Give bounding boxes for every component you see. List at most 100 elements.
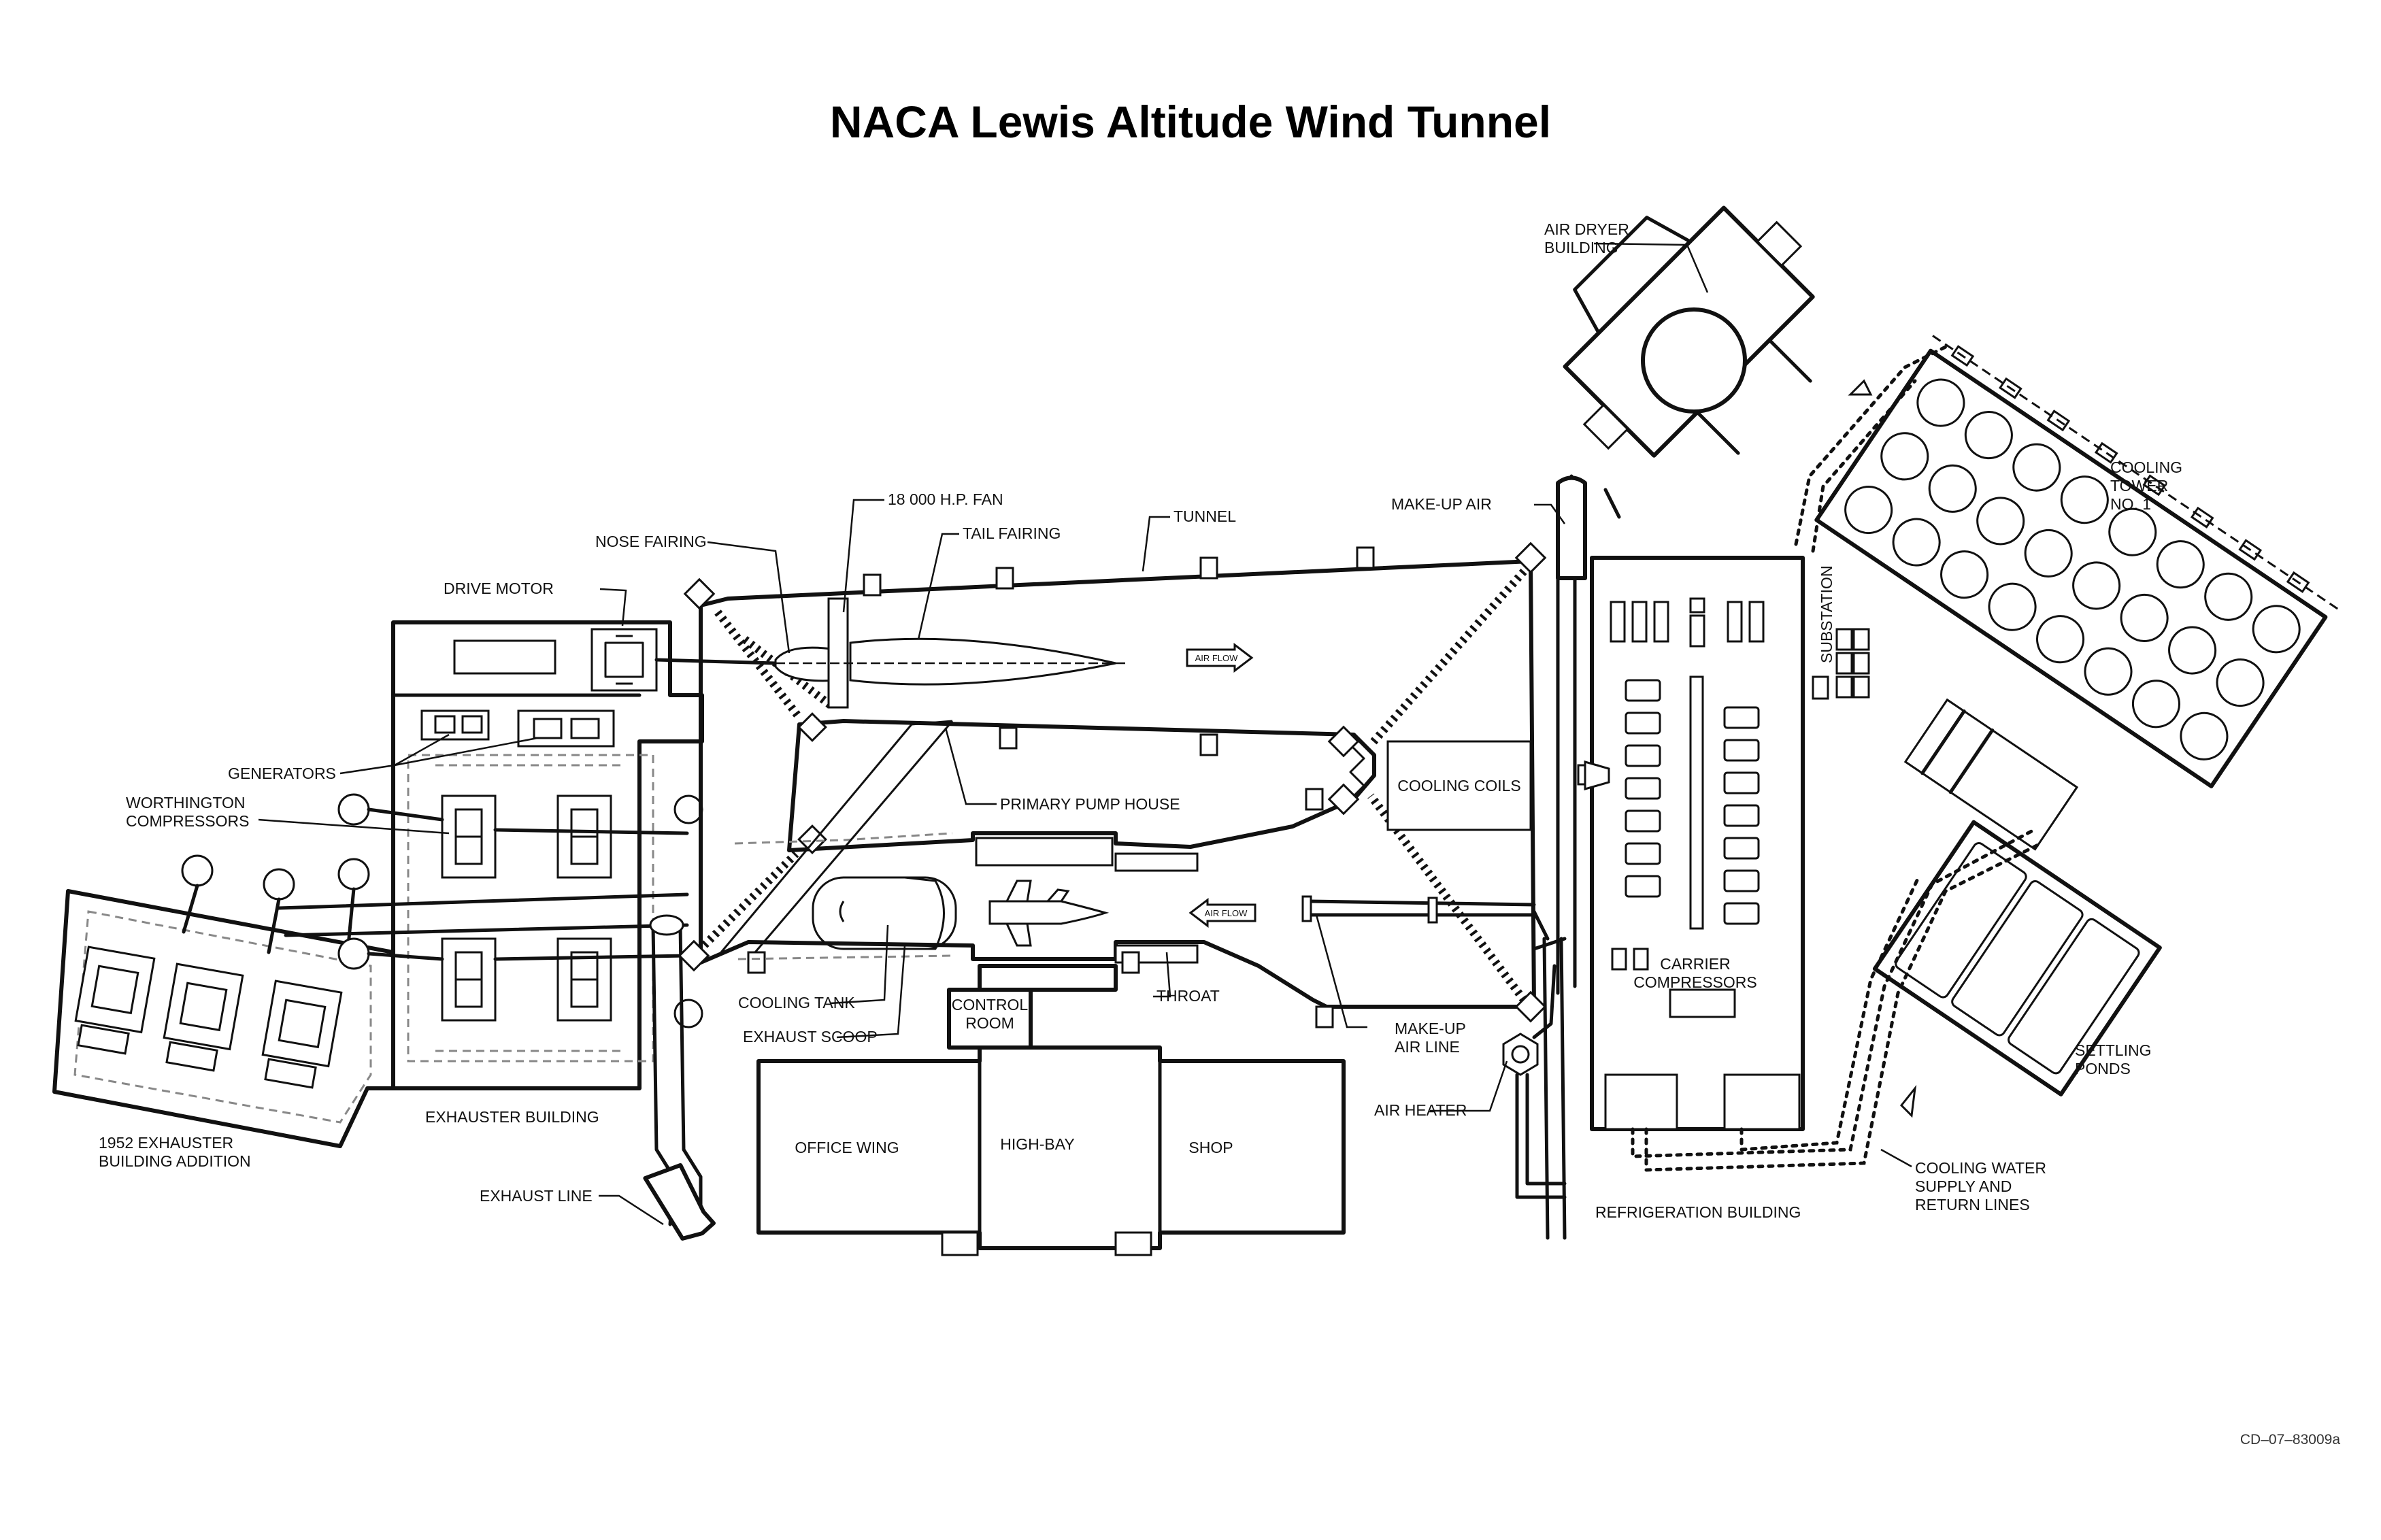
compressor-unit [1723, 804, 1760, 827]
throat-label: THROAT [1156, 987, 1220, 1005]
tower-fan-cell [2216, 658, 2265, 707]
carrier-compressor-stack-left [1625, 679, 1661, 898]
tower-vent [2190, 506, 2214, 529]
primary-pump-house [720, 720, 954, 953]
tower-fan-cell [2036, 615, 2085, 664]
svg-text:SUPPLY AND: SUPPLY AND [1915, 1177, 2012, 1195]
diagram-title: NACA Lewis Altitude Wind Tunnel [830, 97, 1551, 147]
fan-rotor [827, 597, 849, 709]
svg-text:AIR FLOW: AIR FLOW [1195, 653, 1239, 663]
compressor-unit [1723, 837, 1760, 860]
carrier-compressors-label: CARRIER [1660, 955, 1731, 973]
nose-fairing-label: NOSE FAIRING [595, 533, 707, 550]
air-heater-label: AIR HEATER [1374, 1101, 1467, 1119]
svg-text:COMPRESSORS: COMPRESSORS [1633, 973, 1756, 991]
office-wing-label: OFFICE WING [795, 1139, 899, 1156]
tower-fan-cell [2072, 561, 2121, 610]
tower-fan-cell [2024, 529, 2073, 578]
tunnel [678, 541, 1547, 1028]
leader-lines [258, 242, 1912, 1226]
tail-fairing-label: TAIL FAIRING [963, 524, 1061, 542]
tower-fan-cell [1976, 497, 2025, 546]
tower-fan-cell [2108, 507, 2157, 556]
exhauster-addition-label: 1952 EXHAUSTER [99, 1134, 233, 1152]
tower-fan-cell [2168, 626, 2217, 675]
tower-fan-cell [2060, 475, 2109, 524]
fan-label: 18 000 H.P. FAN [888, 490, 1003, 508]
tail-fairing [849, 637, 1116, 686]
make-up-air-line-label: MAKE-UP [1395, 1020, 1466, 1037]
compressor-unit [261, 980, 343, 1089]
drive-motor [590, 628, 778, 692]
cooling-tower [1794, 335, 2340, 788]
drive-motor-label: DRIVE MOTOR [444, 580, 554, 597]
compressor-unit [1723, 869, 1760, 892]
compressor-unit [1723, 902, 1760, 925]
svg-text:NO. 1: NO. 1 [2110, 495, 2151, 513]
primary-pump-house-label: PRIMARY PUMP HOUSE [1000, 795, 1180, 813]
compressor-unit [1723, 771, 1760, 794]
settling-ponds-label: SETTLING [2075, 1041, 2151, 1059]
compressor-unit [1625, 679, 1661, 702]
exhauster-building-label: EXHAUSTER BUILDING [425, 1108, 599, 1126]
exhauster-building [391, 620, 704, 1090]
tower-fan-cell [1928, 464, 1977, 513]
cooling-tank-label: COOLING TANK [738, 994, 855, 1011]
tower-fan-cell [1880, 432, 1929, 481]
tower-fan-cell [2012, 443, 2061, 492]
exhaust-line [643, 914, 716, 1241]
catalog-code: CD–07–83009a [2240, 1432, 2340, 1447]
air-dryer-building [1556, 205, 1815, 580]
compressor-unit [441, 794, 497, 879]
office-high-bay-shop: OFFICE WING HIGH-BAY SHOP [756, 1045, 1346, 1256]
generator-unit [453, 639, 556, 675]
cooling-tower-label: COOLING [2110, 458, 2182, 476]
svg-text:COMPRESSORS: COMPRESSORS [126, 812, 249, 830]
high-bay-label: HIGH-BAY [1000, 1135, 1074, 1153]
tower-fan-cell [2204, 572, 2253, 621]
svg-text:AIR FLOW: AIR FLOW [1205, 908, 1248, 918]
svg-text:RETURN LINES: RETURN LINES [1915, 1196, 2030, 1213]
tower-fan-cell [1916, 378, 1965, 427]
air-flow-arrow-bottom: AIR FLOW [1188, 897, 1256, 928]
settling-ponds [1872, 698, 2162, 1097]
air-dryer-label: AIR DRYER [1544, 220, 1629, 238]
refrigeration-building-label: REFRIGERATION BUILDING [1595, 1203, 1801, 1221]
svg-text:CONTROL: CONTROL [952, 996, 1029, 1014]
air-heater [1502, 964, 1567, 1199]
cooling-coils-label: COOLING COILS [1397, 777, 1520, 794]
carrier-compressor-stack-right [1723, 706, 1760, 925]
compressor-unit [1625, 777, 1661, 800]
tower-fan-cell [1844, 486, 1893, 535]
compressor-unit [74, 945, 156, 1055]
tower-fan-cell [2156, 540, 2205, 589]
svg-text:ROOM: ROOM [965, 1014, 1014, 1032]
compressor-unit [1723, 739, 1760, 762]
tower-fan-cell [1940, 550, 1989, 599]
labels: AIR DRYER BUILDING 18 000 H.P. FAN TAIL … [99, 220, 2182, 1221]
tower-fan-cell [1892, 518, 1941, 567]
tower-fan-cell [2120, 593, 2169, 642]
substation-label: SUBSTATION [1818, 565, 1835, 663]
make-up-air-label: MAKE-UP AIR [1391, 495, 1492, 513]
svg-text:BUILDING ADDITION: BUILDING ADDITION [99, 1152, 251, 1170]
tower-fan-cell [2084, 647, 2133, 696]
svg-text:PONDS: PONDS [2075, 1060, 2131, 1077]
substation: SUBSTATION [1812, 565, 1870, 700]
compressor-unit [163, 962, 244, 1072]
svg-text:BUILDING: BUILDING [1544, 239, 1618, 256]
shop-label: SHOP [1188, 1139, 1233, 1156]
compressor-unit [1625, 744, 1661, 767]
compressor-unit [556, 794, 612, 879]
exhaust-vents [181, 793, 703, 1028]
cooling-water-label: COOLING WATER [1915, 1159, 2046, 1177]
compressor-unit [556, 937, 612, 1022]
cooling-water-lines [1631, 828, 2043, 1172]
tower-fan-cell [1964, 411, 2013, 460]
test-section [734, 832, 1110, 960]
tower-fan-cell [1988, 582, 2037, 631]
make-up-air-line [1301, 895, 1567, 1240]
worthington-label: WORTHINGTON [126, 794, 245, 811]
exhaust-line-label: EXHAUST LINE [480, 1187, 593, 1205]
